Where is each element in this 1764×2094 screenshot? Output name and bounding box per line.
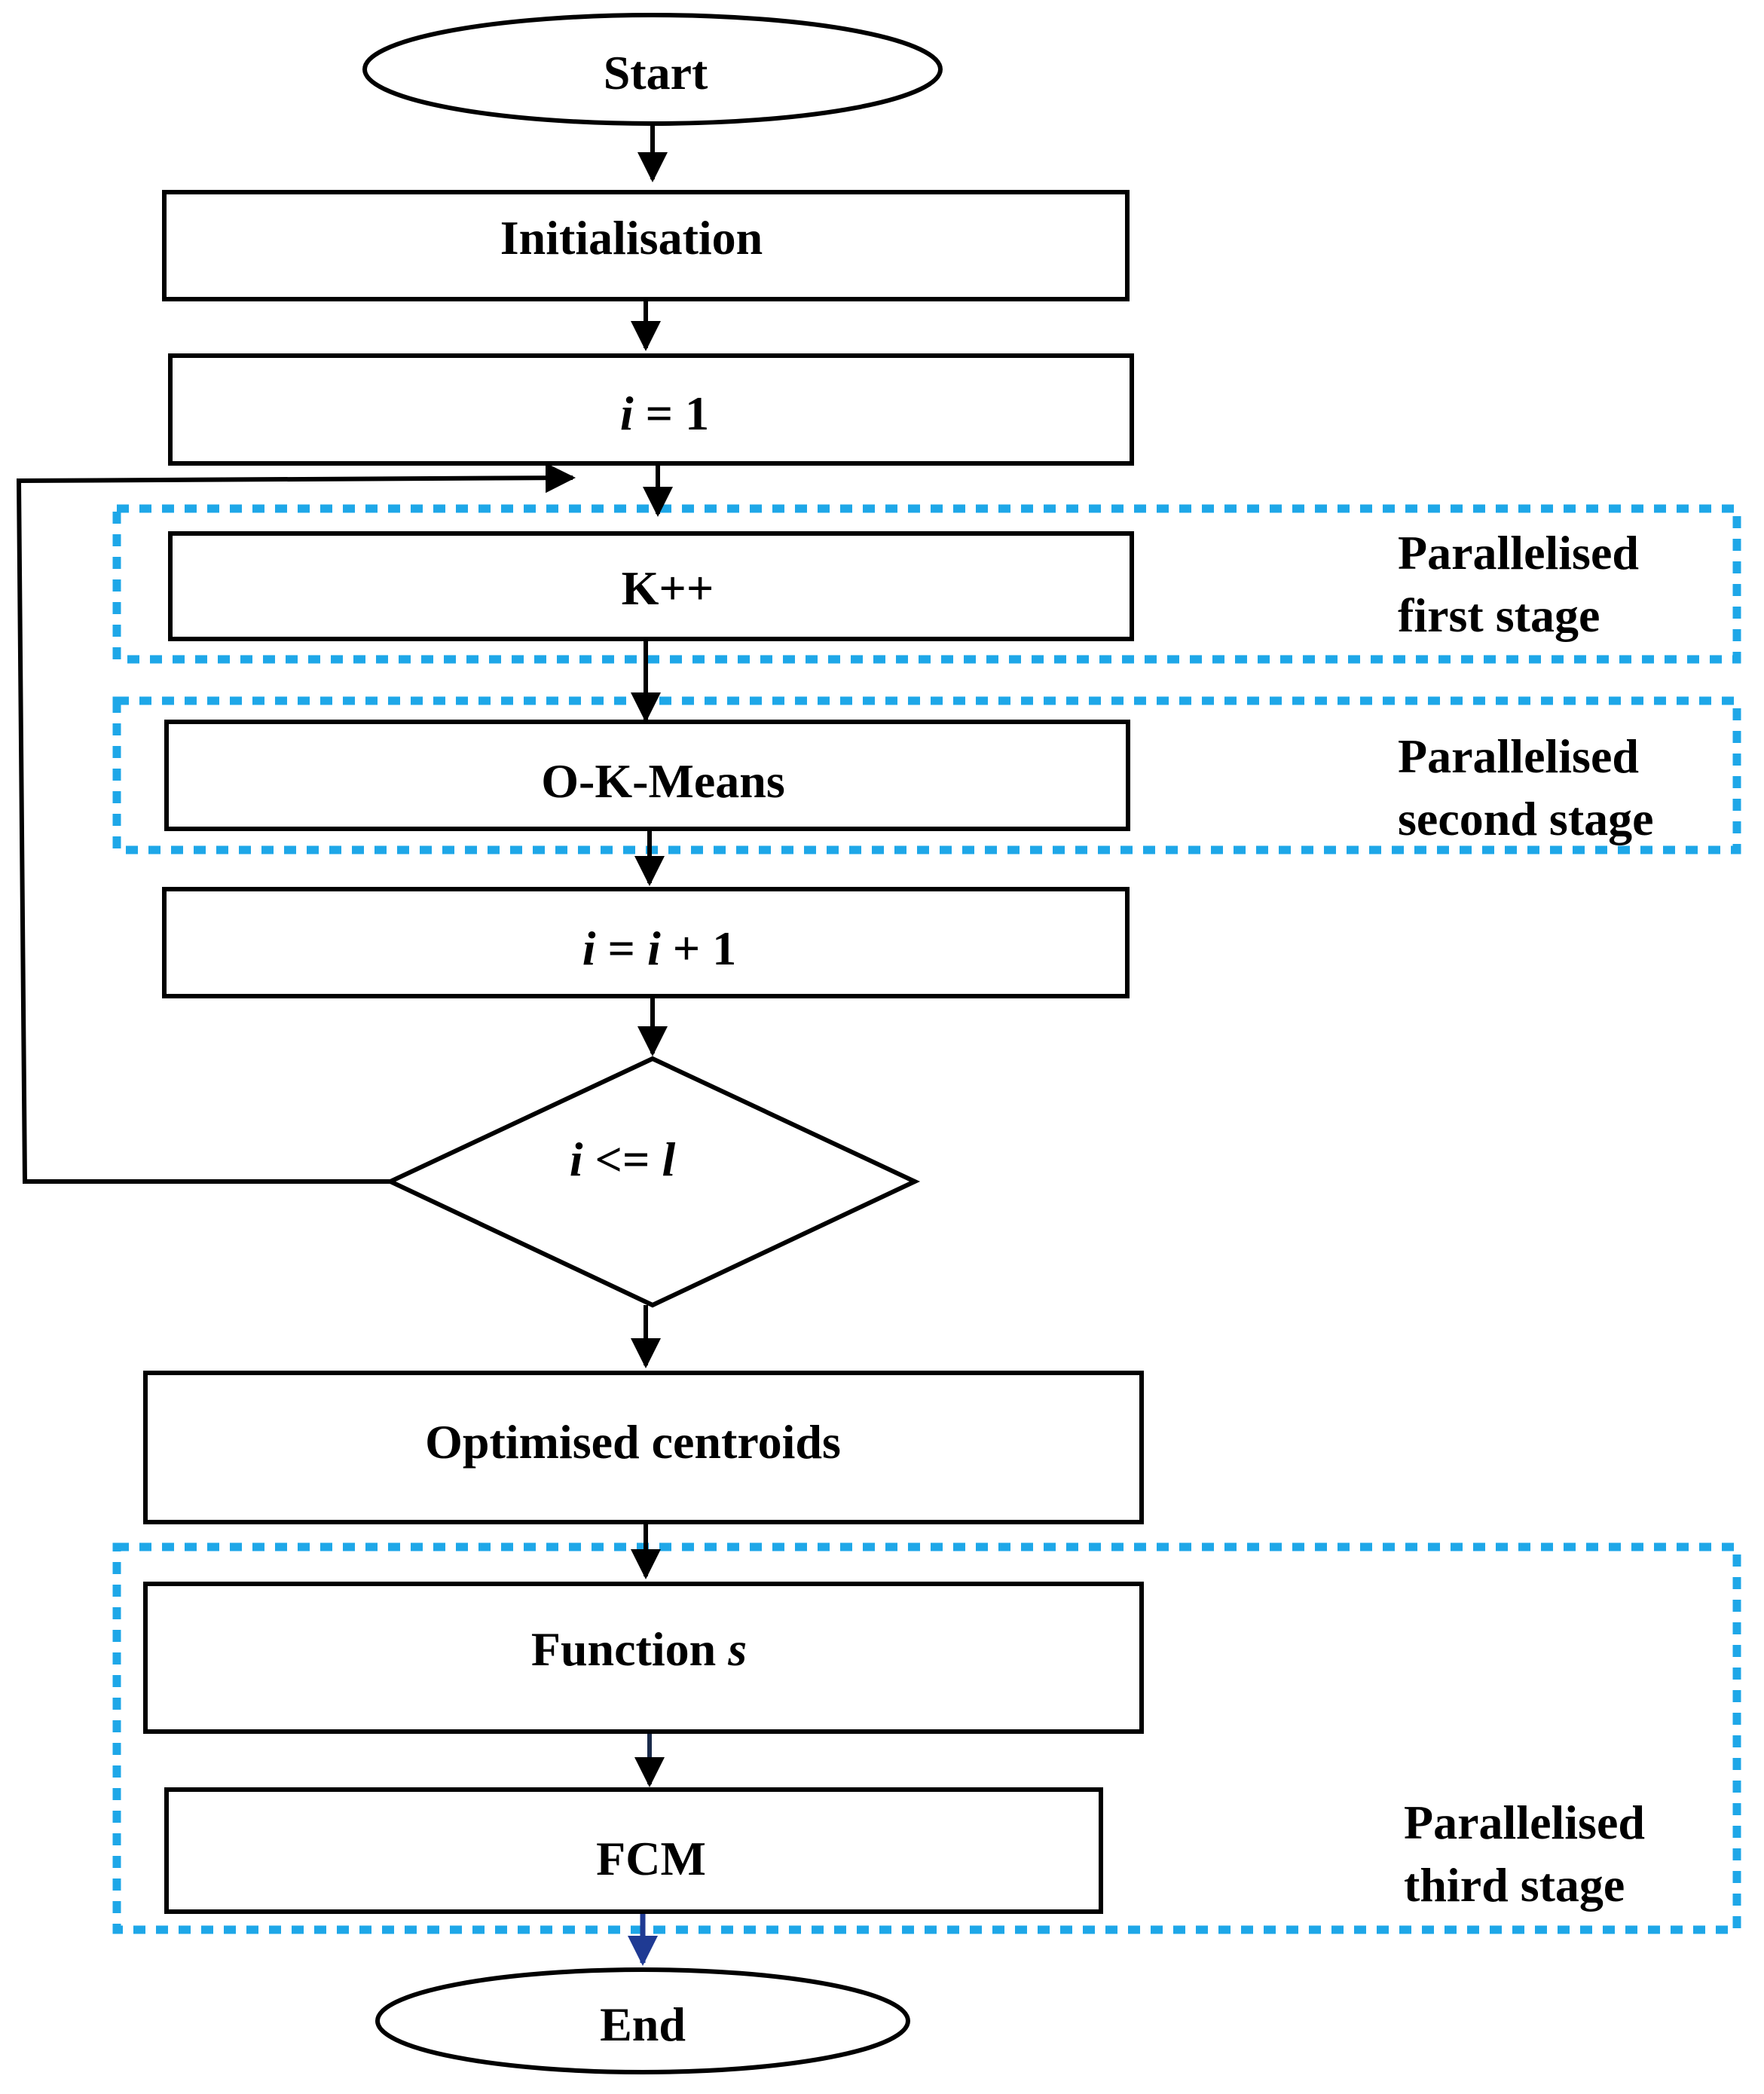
stage-first-region bbox=[112, 504, 1741, 664]
fcm-node: FCM bbox=[164, 1787, 1103, 1914]
decision-var: i bbox=[570, 1133, 583, 1186]
stage-first-label: Parallelised first stage bbox=[1398, 526, 1651, 642]
function-s-label: Function s bbox=[531, 1622, 747, 1676]
decision-label: i <= l bbox=[570, 1133, 676, 1186]
increment-label: i = i + 1 bbox=[582, 922, 737, 975]
increment-var1: i bbox=[582, 922, 596, 975]
okmeans-label: O-K-Means bbox=[541, 754, 785, 808]
decision-node: i <= l bbox=[384, 1056, 921, 1308]
increment-var2: i bbox=[647, 922, 661, 975]
stage-second-line2: second stage bbox=[1398, 792, 1654, 845]
i-init-node: i = 1 bbox=[168, 353, 1134, 466]
i-init-rest: = 1 bbox=[634, 387, 709, 440]
initialisation-label: Initialisation bbox=[500, 211, 763, 264]
i-init-var: i bbox=[620, 387, 634, 440]
increment-mid: = bbox=[596, 922, 647, 975]
stage-second-region bbox=[112, 696, 1741, 854]
stage-third-region bbox=[112, 1542, 1741, 1934]
decision-bound: l bbox=[662, 1133, 675, 1186]
stage-first-line2: first stage bbox=[1398, 588, 1600, 642]
function-s-var: s bbox=[727, 1622, 747, 1676]
kpp-node: K++ bbox=[168, 531, 1134, 641]
function-s-text: Function bbox=[531, 1622, 728, 1676]
start-node: Start bbox=[362, 13, 943, 126]
stage-third-line2: third stage bbox=[1404, 1858, 1625, 1912]
stage-second-line1: Parallelised bbox=[1398, 729, 1639, 783]
increment-node: i = i + 1 bbox=[162, 887, 1130, 998]
end-label: End bbox=[600, 1998, 686, 2051]
end-node: End bbox=[375, 1967, 910, 2074]
increment-rest: + 1 bbox=[661, 922, 736, 975]
fcm-label: FCM bbox=[596, 1832, 706, 1885]
function-s-node: Function s bbox=[143, 1582, 1144, 1734]
start-label: Start bbox=[604, 46, 708, 99]
initialisation-node: Initialisation bbox=[162, 190, 1130, 301]
stage-first-line1: Parallelised bbox=[1398, 526, 1639, 579]
decision-op: <= bbox=[583, 1133, 662, 1186]
okmeans-node: O-K-Means bbox=[164, 720, 1130, 831]
kpp-label: K++ bbox=[622, 561, 714, 615]
optimised-centroids-label: Optimised centroids bbox=[425, 1415, 841, 1469]
stage-second-label: Parallelised second stage bbox=[1398, 729, 1654, 845]
stage-third-line1: Parallelised bbox=[1404, 1796, 1645, 1849]
stage-third-label: Parallelised third stage bbox=[1404, 1796, 1657, 1912]
i-init-label: i = 1 bbox=[620, 387, 709, 440]
optimised-centroids-node: Optimised centroids bbox=[143, 1371, 1144, 1524]
loop-back-connector bbox=[16, 463, 576, 1184]
